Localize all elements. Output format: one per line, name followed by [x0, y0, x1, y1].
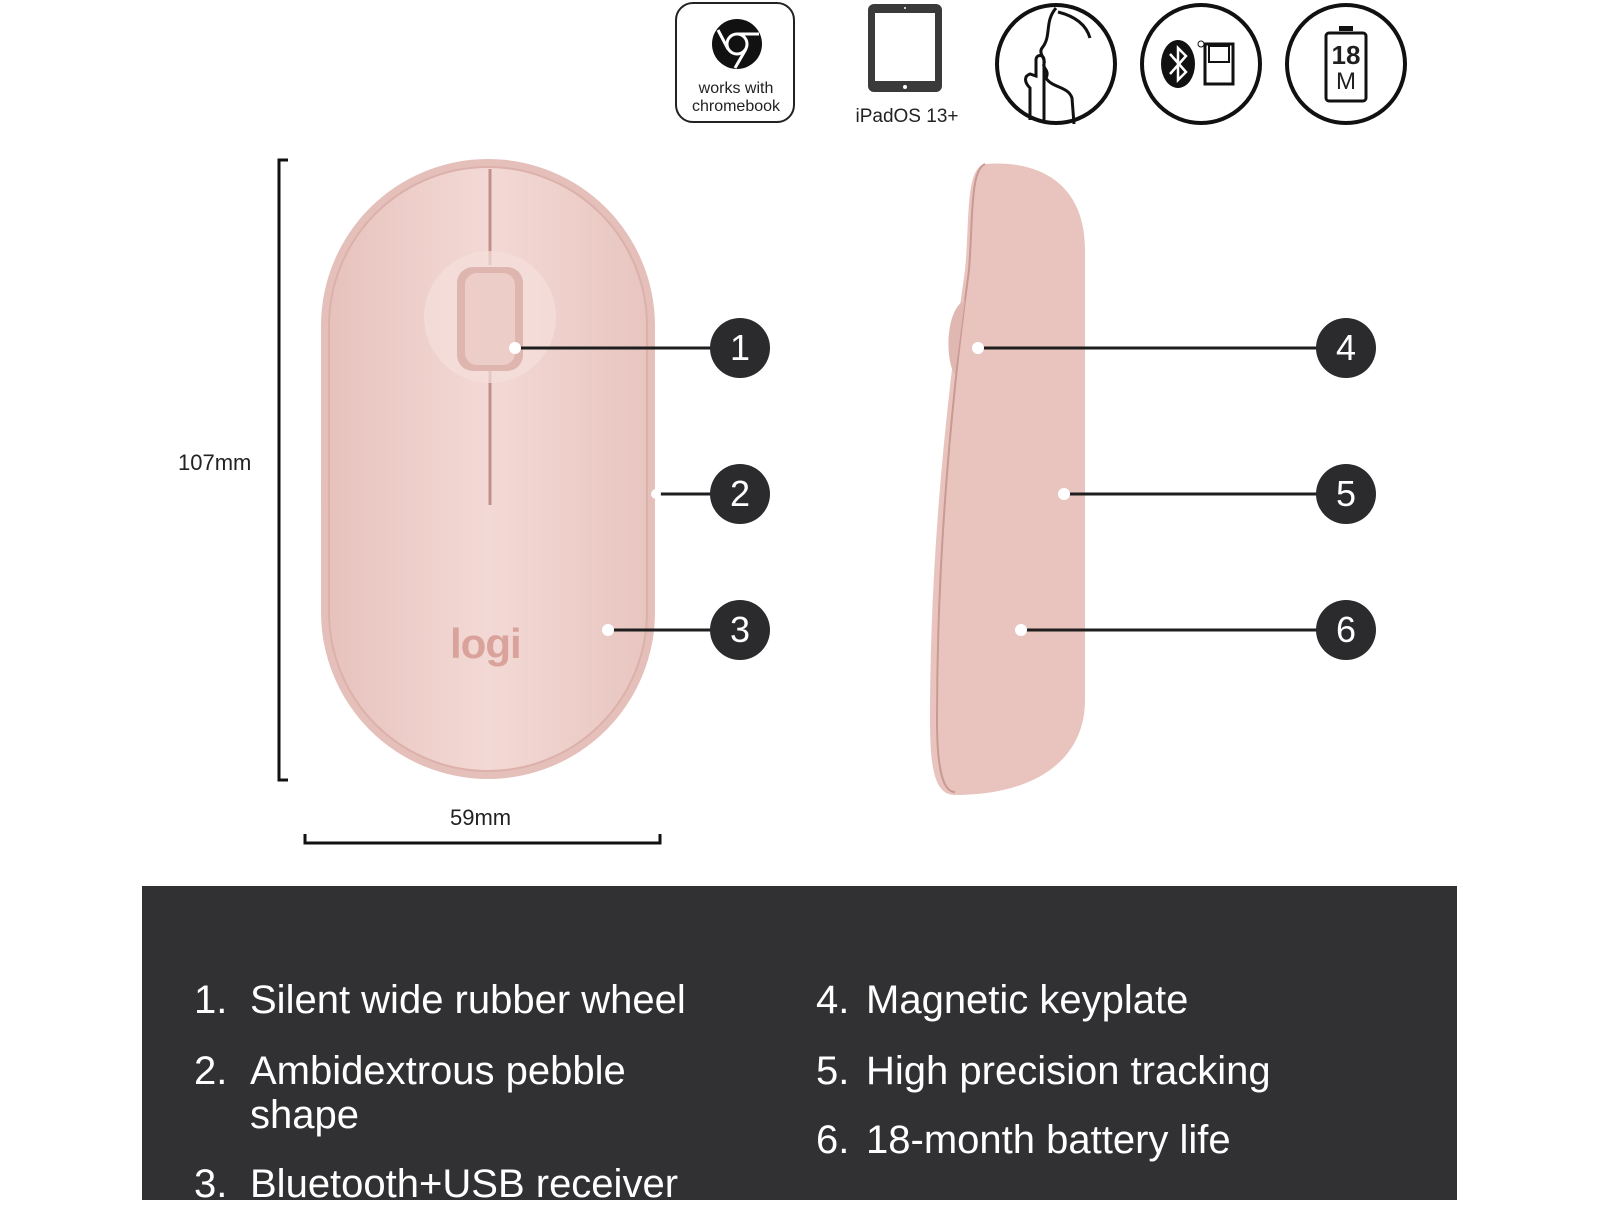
- logi-logo: logi: [450, 620, 522, 667]
- callout-3: 3: [710, 600, 770, 660]
- feature-text: High precision tracking: [866, 1049, 1271, 1093]
- mouse-side-view: [930, 163, 1085, 796]
- battery-months: 18: [1331, 40, 1361, 70]
- mouse-top-view: [321, 159, 655, 779]
- feature-text: Ambidextrous pebble shape: [250, 1049, 626, 1137]
- feature-text: Bluetooth+USB receiver: [250, 1162, 679, 1206]
- chrome-icon: [712, 19, 762, 69]
- feature-number: 1.: [194, 978, 228, 1022]
- callout-4: 4: [1316, 318, 1376, 378]
- feature-number: 5.: [816, 1049, 850, 1093]
- callout-6: 6: [1316, 600, 1376, 660]
- ipados-label: iPadOS 13+: [855, 106, 959, 127]
- battery-unit: M: [1336, 68, 1356, 95]
- height-label: 107mm: [178, 450, 252, 475]
- callout-2: 2: [710, 464, 770, 524]
- callout-5: 5: [1316, 464, 1376, 524]
- height-dimension-line: [277, 158, 288, 782]
- feature-item-2: 2. Ambidextrous pebble shape: [194, 1049, 754, 1137]
- feature-number: 2.: [194, 1049, 228, 1093]
- feature-number: 6.: [816, 1118, 850, 1162]
- feature-number: 3.: [194, 1162, 228, 1206]
- feature-item-4: 4. Magnetic keyplate: [816, 978, 1416, 1022]
- feature-item-5: 5. High precision tracking: [816, 1049, 1436, 1093]
- feature-number: 4.: [816, 978, 850, 1022]
- callout-1: 1: [710, 318, 770, 378]
- callout-leaders: [515, 346, 1318, 632]
- feature-item-6: 6. 18-month battery life: [816, 1118, 1436, 1162]
- feature-item-1: 1. Silent wide rubber wheel: [194, 978, 754, 1022]
- feature-text: 18-month battery life: [866, 1118, 1231, 1162]
- feature-panel: 1. Silent wide rubber wheel 2. Ambidextrou…: [142, 886, 1457, 1206]
- chromebook-label: works with chromebook: [691, 80, 781, 115]
- feature-item-3: 3. Bluetooth+USB receiver: [194, 1162, 814, 1206]
- chromebook-badge: works with chromebook: [675, 2, 795, 123]
- silent-click-icon: [995, 3, 1117, 125]
- tablet-icon: [868, 4, 942, 92]
- feature-text: Magnetic keyplate: [866, 978, 1189, 1022]
- ipad-badge: iPadOS 13+: [856, 2, 959, 132]
- feature-text: Silent wide rubber wheel: [250, 978, 686, 1022]
- bluetooth-usb-icon: [1140, 3, 1262, 125]
- width-dimension-line: [303, 834, 662, 845]
- battery-icon: 18 M: [1284, 2, 1408, 126]
- width-label: 59mm: [450, 805, 512, 830]
